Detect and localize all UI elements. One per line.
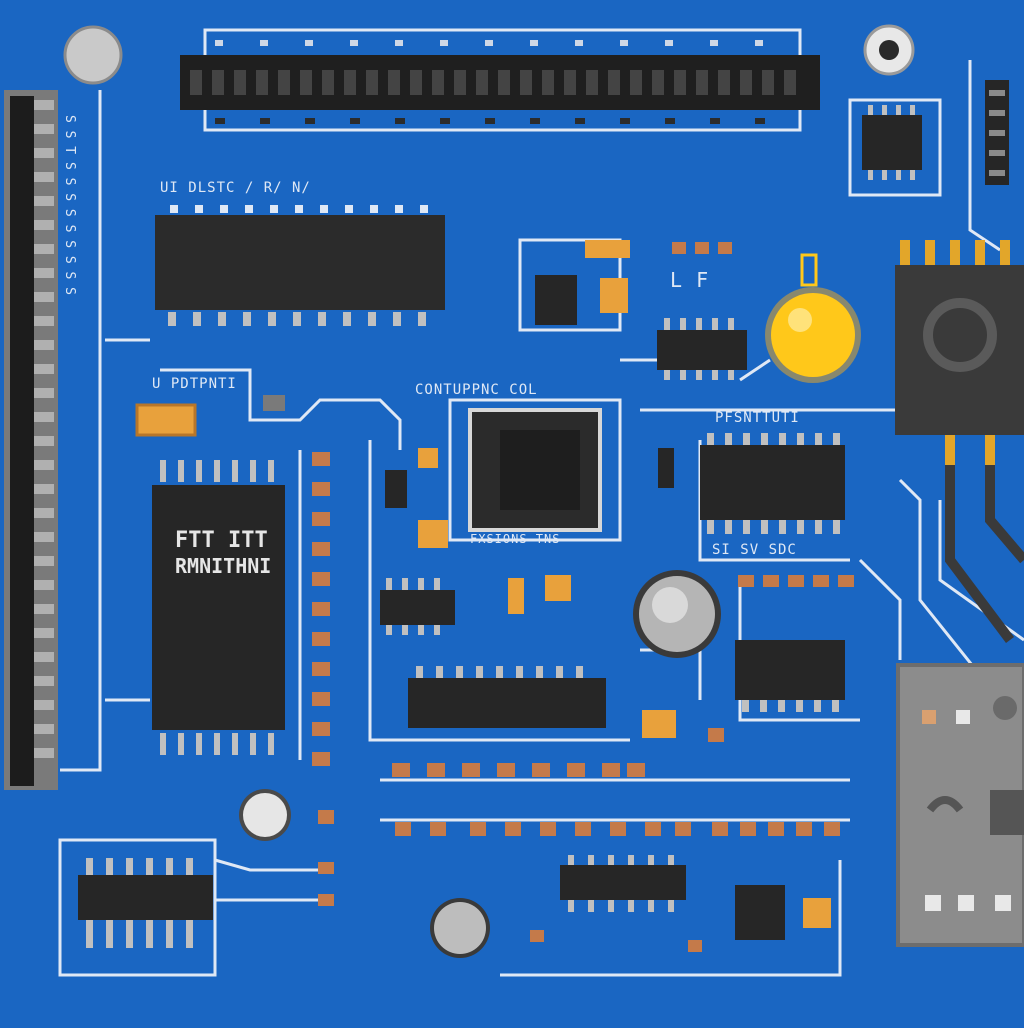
silk-label-center-chip-caption: FXSIONS TNS	[470, 532, 561, 546]
silk-label-left-mid: U PDTPNTI	[152, 376, 237, 392]
module-bottom-right	[896, 663, 1024, 947]
ic-center-small	[380, 578, 455, 635]
traces	[58, 28, 1024, 977]
smd-components	[263, 240, 831, 940]
led-yellow	[765, 253, 861, 383]
silk-label-right-chip-caption: SI SV SDC	[712, 542, 797, 558]
silk-label-left-column: S S T S S S S S S S S S	[62, 115, 77, 296]
ic-top-right-small	[862, 105, 922, 180]
resistor-row-lower	[395, 822, 840, 836]
mounting-hole-top-left	[63, 25, 123, 85]
ic-center-long	[408, 666, 606, 728]
main-chip-marking-line2: RMNITHNI	[175, 554, 272, 578]
button-round-left	[239, 789, 291, 841]
resistor-row-middle	[392, 763, 645, 777]
ic-processor-right	[895, 240, 1024, 643]
silk-label-center-header: CONTUPPNC COL	[415, 382, 538, 398]
silk-label-right-header: PFSNTTUTI	[715, 410, 800, 426]
main-chip-marking-line1: FTT ITT	[175, 528, 268, 553]
ic-right-lower	[735, 640, 845, 712]
silk-label-top-left: UI DLSTC / R/ N/	[160, 180, 311, 196]
capacitor-left	[135, 403, 197, 437]
left-pin-header	[4, 90, 58, 790]
ic-top-left	[155, 205, 445, 326]
resistor-row-right	[318, 242, 854, 952]
ic-main-left	[152, 460, 285, 755]
ic-small-upper	[657, 318, 747, 380]
ic-bottom-left	[78, 858, 213, 948]
top-pin-header	[180, 40, 820, 124]
connector-top-right	[985, 80, 1009, 185]
resistor-column-left	[312, 452, 330, 766]
mounting-hole-top-right	[863, 24, 915, 76]
silk-label-small-right-top: L F	[670, 268, 710, 292]
electrolytic-capacitor-center	[633, 570, 721, 658]
button-round-bottom	[430, 898, 490, 958]
ic-bottom-center	[560, 855, 686, 912]
ic-right-upper	[700, 433, 845, 534]
ic-center-qfp	[468, 408, 602, 532]
